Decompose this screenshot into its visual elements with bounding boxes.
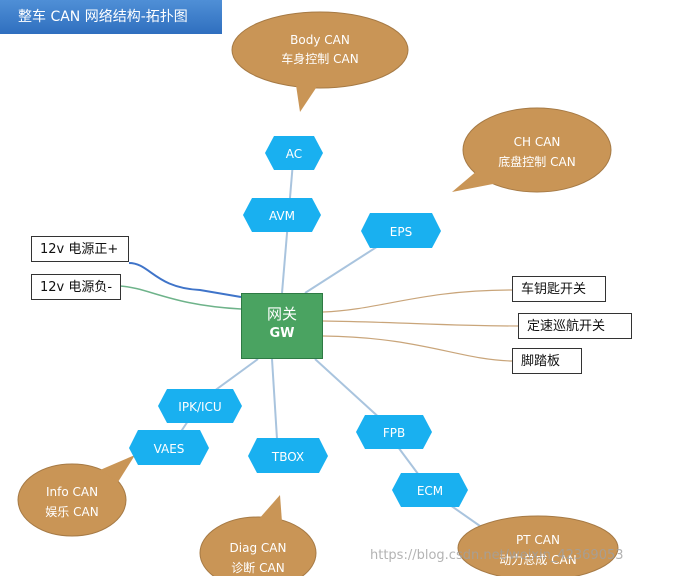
bubble-info-can: Info CAN 娱乐 CAN — [17, 455, 135, 537]
input-power-negative: 12v 电源负- — [31, 274, 121, 300]
gateway-label-cn: 网关 — [266, 305, 297, 323]
node-avm-label: AVM — [269, 209, 295, 223]
node-fpb-label: FPB — [383, 426, 405, 440]
watermark: https://blog.csdn.net/weixin_42369053 — [370, 548, 624, 563]
node-ipk: IPK/ICU — [158, 389, 242, 423]
node-tbox: TBOX — [248, 438, 328, 473]
gateway-label-en: GW — [269, 326, 295, 341]
node-ecm-label: ECM — [417, 484, 443, 498]
node-vaes-label: VAES — [154, 442, 185, 456]
bubble-body-can: Body CAN 车身控制 CAN — [231, 11, 409, 112]
bubble-pt-can: PT CAN 动力总成 CAN — [457, 515, 619, 576]
bubble-chassis-line1: CH CAN — [514, 135, 561, 149]
bubble-body-line2: 车身控制 CAN — [281, 51, 358, 66]
node-ac-label: AC — [286, 147, 302, 161]
input-key-switch: 车钥匙开关 — [512, 276, 606, 302]
bubble-diag-line1: Diag CAN — [230, 541, 287, 555]
node-eps-label: EPS — [390, 225, 412, 239]
gateway-box: 网关 GW — [241, 293, 323, 359]
input-power-positive: 12v 电源正+ — [31, 236, 129, 262]
diagram-title: 整车 CAN 网络结构-拓扑图 — [0, 0, 222, 34]
bubble-pt-line2: 动力总成 CAN — [499, 553, 576, 567]
input-pedal: 脚踏板 — [512, 348, 582, 374]
node-ac: AC — [265, 136, 323, 170]
node-vaes: VAES — [129, 430, 209, 465]
node-avm: AVM — [243, 198, 321, 232]
bubble-info-line2: 娱乐 CAN — [45, 505, 98, 519]
bubble-diag-can: Diag CAN 诊断 CAN — [199, 495, 317, 576]
bubble-diag-line2: 诊断 CAN — [231, 560, 284, 575]
bubble-info-line1: Info CAN — [46, 485, 98, 499]
node-ipk-label: IPK/ICU — [178, 400, 221, 414]
bubble-chassis-can: CH CAN 底盘控制 CAN — [452, 107, 612, 193]
node-tbox-label: TBOX — [271, 450, 304, 464]
node-ecm: ECM — [392, 473, 468, 507]
node-fpb: FPB — [356, 415, 432, 449]
bubble-chassis-line2: 底盘控制 CAN — [498, 154, 575, 169]
input-cruise-switch: 定速巡航开关 — [518, 313, 632, 339]
bubble-pt-line1: PT CAN — [516, 533, 560, 547]
bubble-body-line1: Body CAN — [290, 33, 350, 47]
node-eps: EPS — [361, 213, 441, 248]
